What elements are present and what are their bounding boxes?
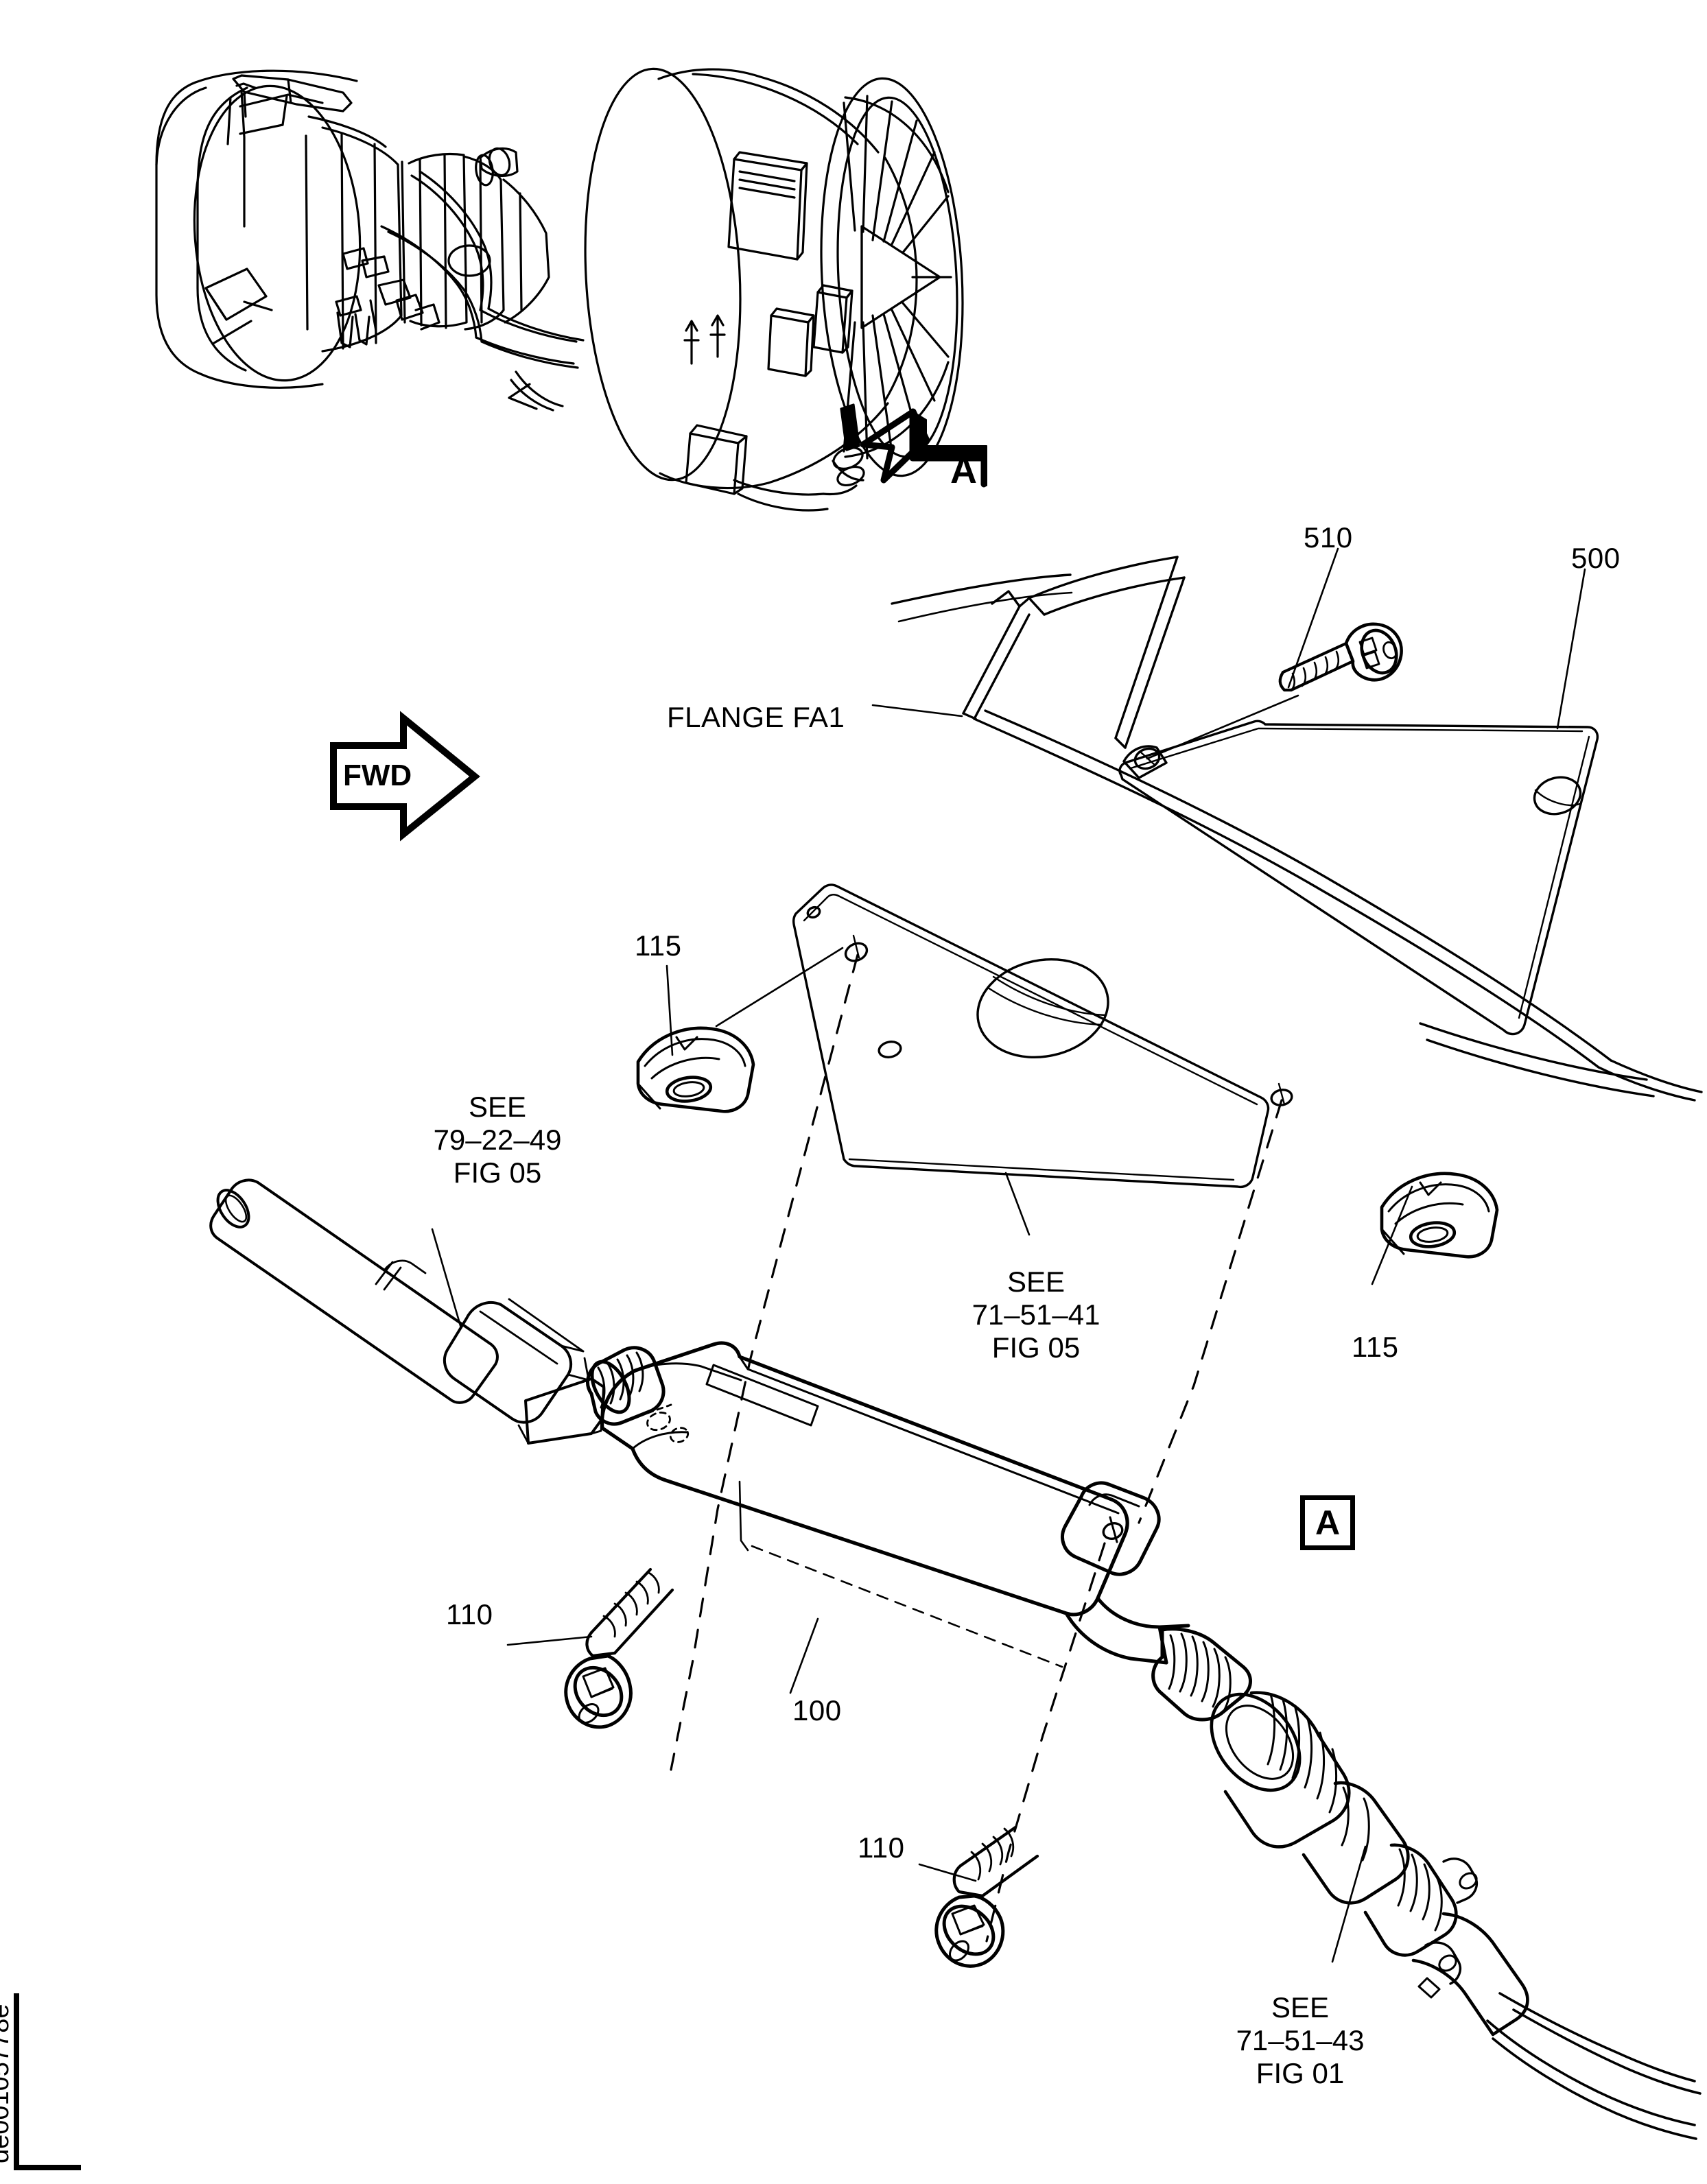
figure-id-code: de00105778e: [0, 2004, 14, 2163]
callout-110-lower: 110: [858, 1831, 905, 1864]
callout-510: 510: [1304, 521, 1353, 554]
see-79-22-49-line2: 79–22–49: [433, 1124, 562, 1156]
callout-110-upper: 110: [446, 1598, 493, 1630]
callout-115-left: 115: [635, 929, 682, 962]
see-71-51-41-line1: SEE: [1006, 1266, 1066, 1298]
see-79-22-49-line1: SEE: [468, 1091, 527, 1123]
callout-100: 100: [792, 1694, 842, 1726]
flange-fa1-label: FLANGE FA1: [667, 701, 845, 733]
see-71-51-43-line2: 71–51–43: [1236, 2024, 1365, 2056]
see-71-51-41-line2: 71–51–41: [972, 1298, 1100, 1331]
see-71-51-43-line1: SEE: [1271, 1991, 1330, 2023]
see-71-51-43-block: SEE 71–51–43 FIG 01: [1197, 1991, 1403, 2090]
fwd-label: FWD: [343, 759, 412, 792]
callout-115-right: 115: [1352, 1331, 1399, 1363]
see-71-51-43-line3: FIG 01: [1256, 2057, 1345, 2089]
callout-500: 500: [1571, 542, 1621, 574]
engine-view-arrow-letter: A: [950, 450, 977, 491]
see-71-51-41-block: SEE 71–51–41 FIG 05: [933, 1266, 1139, 1364]
see-79-22-49-line3: FIG 05: [453, 1156, 542, 1189]
see-79-22-49-block: SEE 79–22–49 FIG 05: [395, 1091, 600, 1189]
see-71-51-41-line3: FIG 05: [991, 1331, 1081, 1364]
detail-view-marker-a: A: [1300, 1495, 1355, 1550]
